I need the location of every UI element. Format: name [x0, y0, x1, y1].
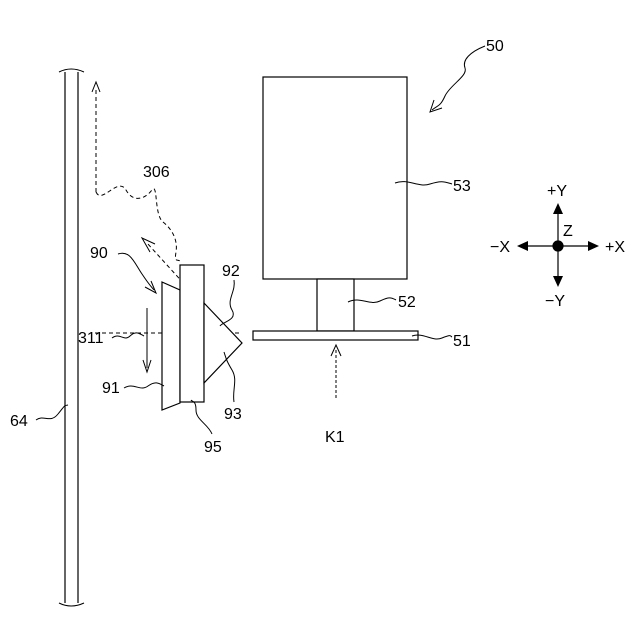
label-64: 64 [10, 413, 28, 430]
plate-95 [180, 265, 204, 402]
label-93: 93 [224, 406, 242, 423]
label-50: 50 [486, 38, 504, 55]
label-k1: K1 [325, 429, 345, 446]
crystal-53 [263, 77, 407, 279]
prism-93 [204, 303, 242, 383]
label-51: 51 [453, 333, 471, 350]
axis-label-minus-x: −X [490, 239, 510, 256]
axis-label-plus-y: +Y [547, 183, 567, 200]
k1-arrow [331, 345, 341, 398]
label-306: 306 [143, 164, 170, 181]
spacer-52 [317, 279, 354, 331]
axis-label-minus-y: −Y [545, 293, 565, 310]
light-path-upward-arrow [92, 82, 100, 192]
coordinate-axes [517, 203, 599, 287]
movement-down-arrow [143, 308, 151, 372]
leader-lines [36, 46, 485, 434]
axis-label-z: Z [563, 223, 573, 240]
label-90: 90 [90, 245, 108, 262]
z-axis-dot [553, 241, 563, 251]
label-52: 52 [398, 294, 416, 311]
label-95: 95 [204, 439, 222, 456]
label-53: 53 [453, 178, 471, 195]
label-311: 311 [78, 330, 104, 347]
axis-label-plus-x: +X [605, 239, 625, 256]
label-92: 92 [222, 263, 240, 280]
label-91: 91 [102, 380, 120, 397]
base-plate-51 [253, 331, 418, 340]
prism-91 [162, 282, 180, 410]
